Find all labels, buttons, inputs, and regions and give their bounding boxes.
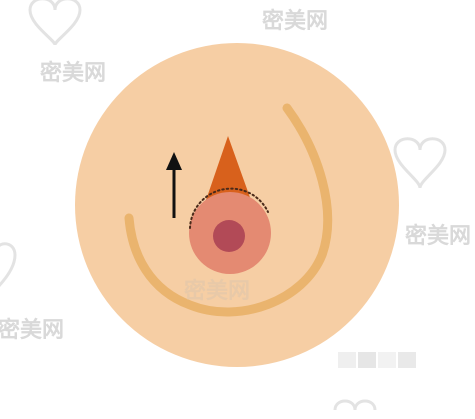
nipple <box>213 220 245 252</box>
censor-blocks <box>338 352 416 368</box>
heart-logo-icon <box>0 0 447 411</box>
watermark-text: 密美网 <box>184 278 250 304</box>
projection-cone <box>205 136 252 203</box>
breast-fold-curve <box>124 103 333 317</box>
watermark-text: 密美网 <box>40 60 106 86</box>
watermark-text: 密美网 <box>262 8 328 34</box>
watermark-text: 密美网 <box>0 317 64 343</box>
watermark-text: 密美网 <box>405 223 471 249</box>
up-arrow-icon <box>166 152 182 218</box>
dotted-outline <box>189 187 269 229</box>
